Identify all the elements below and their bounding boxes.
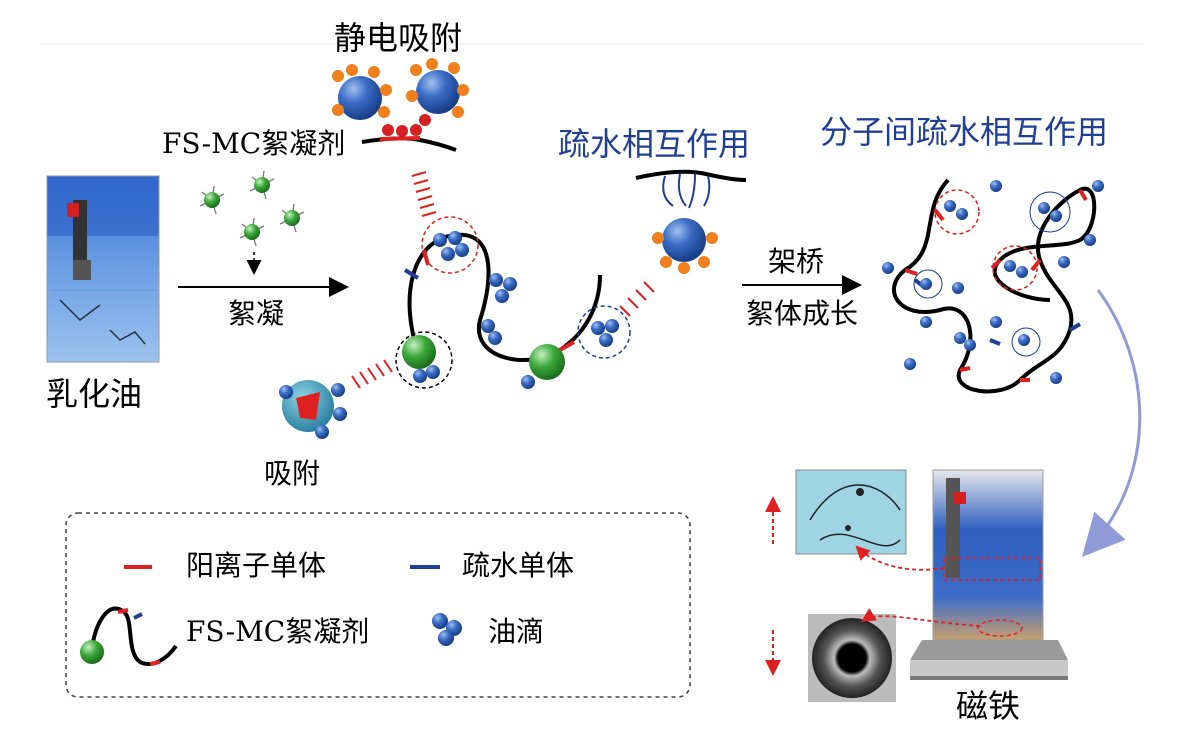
legend-hydrophobic-label: 疏水单体 — [462, 549, 575, 582]
flocculant-particles-icon — [199, 170, 305, 275]
micrograph-floc-icon — [795, 469, 907, 555]
floc-oil-drops — [882, 180, 1104, 384]
emulsion-beaker-icon — [46, 175, 160, 363]
interaction-hatches — [351, 171, 655, 389]
adsorption-label: 吸附 — [264, 457, 321, 490]
legend-box — [65, 512, 691, 698]
electrostatic-adsorption-label: 静电吸附 — [334, 19, 463, 57]
emulsion-label: 乳化油 — [46, 375, 143, 413]
adsorption-particle-icon — [279, 380, 347, 439]
oil-drop-legend-icon — [432, 613, 462, 646]
legend-cationic-label: 阳离子单体 — [186, 549, 327, 582]
bridging-label: 架桥 — [768, 245, 825, 278]
electrostatic-adsorption-illustration — [332, 58, 469, 152]
hydrophobic-interaction-label: 疏水相互作用 — [558, 125, 751, 163]
intermolecular-interaction-label: 分子间疏水相互作用 — [820, 113, 1109, 151]
hydrophobic-interaction-illustration — [635, 169, 747, 274]
oil-drop-clusters — [395, 216, 631, 389]
micrograph-drop-icon — [808, 614, 896, 702]
magnet-label: 磁铁 — [956, 687, 1021, 725]
flocculation-label: 絮凝 — [228, 297, 285, 330]
flocculant-chain — [403, 232, 602, 362]
flocculant-label: FS-MC絮凝剂 — [162, 127, 346, 160]
flocculant-legend-icon — [80, 606, 178, 666]
magnet-beaker-icon — [855, 469, 1068, 680]
floc-growth-label: 絮体成长 — [746, 297, 859, 330]
legend-oil-drop-label: 油滴 — [488, 615, 545, 648]
floc-network — [892, 178, 1097, 394]
legend-flocculant-label: FS-MC絮凝剂 — [186, 615, 370, 648]
separation-arrow-icon — [1081, 289, 1142, 557]
